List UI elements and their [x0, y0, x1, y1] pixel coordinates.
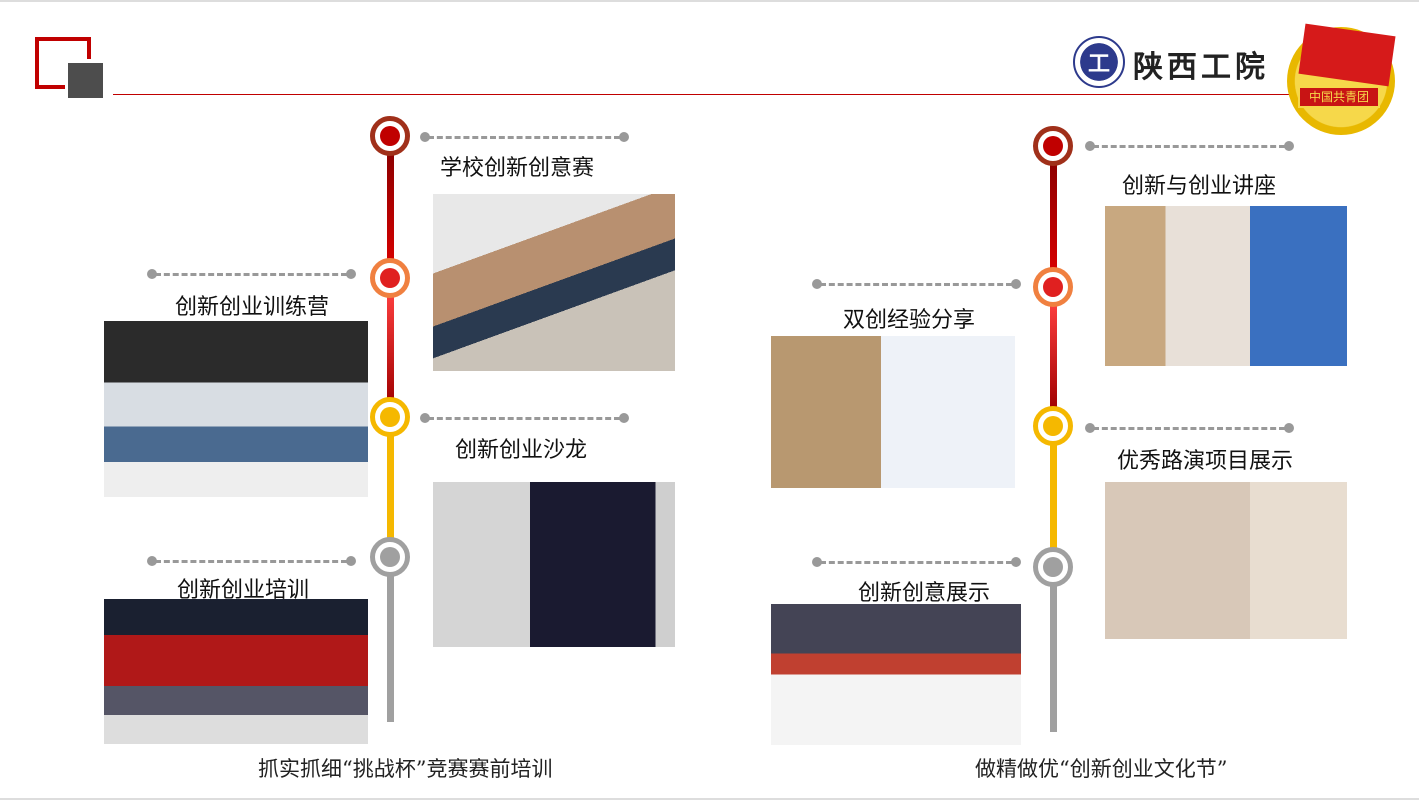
- school-name: 陕西工院: [1133, 50, 1269, 85]
- item-label: 优秀路演项目展示: [1117, 449, 1294, 474]
- connector-line: [155, 273, 347, 276]
- salon-photo: [433, 482, 675, 647]
- connector-dot: [346, 269, 356, 279]
- connector-dot: [812, 279, 822, 289]
- timeline-segment: [387, 560, 394, 722]
- timeline-segment: [1050, 160, 1057, 285]
- connector-dot: [1085, 141, 1095, 151]
- connector-dot: [1085, 423, 1095, 433]
- connector-dot: [812, 557, 822, 567]
- timeline-node: [1033, 406, 1073, 446]
- experience-sharing-photo: [771, 336, 1015, 488]
- timeline-node: [370, 397, 410, 437]
- connector-dot: [1284, 423, 1294, 433]
- timeline-node: [370, 258, 410, 298]
- connector-line: [428, 417, 620, 420]
- badge-band: 中国共青团: [1298, 86, 1380, 108]
- top-border: [0, 0, 1419, 2]
- school-seal-logo: 工: [1073, 36, 1125, 88]
- training-ceremony-photo: [104, 599, 368, 744]
- connector-dot: [1011, 557, 1021, 567]
- timeline-segment: [1050, 570, 1057, 732]
- item-label: 创新创业沙龙: [455, 438, 588, 463]
- title-square-decoration: [68, 63, 103, 98]
- connector-dot: [346, 556, 356, 566]
- roadshow-photo: [1105, 482, 1347, 639]
- left-caption: 抓实抓细“挑战杯”竞赛赛前培训: [258, 757, 553, 781]
- connector-line: [1093, 427, 1285, 430]
- connector-line: [155, 560, 347, 563]
- timeline-segment: [1050, 430, 1057, 555]
- right-caption: 做精做优“创新创业文化节”: [975, 757, 1228, 781]
- classroom-competition-photo: [433, 194, 675, 371]
- item-label: 创新与创业讲座: [1122, 174, 1277, 199]
- item-label: 创新创业培训: [177, 578, 310, 603]
- bottom-border: [0, 798, 1419, 800]
- timeline-segment: [387, 290, 394, 405]
- connector-dot: [1011, 279, 1021, 289]
- connector-dot: [619, 132, 629, 142]
- title-bracket-decoration: [35, 37, 91, 89]
- timeline-segment: [387, 420, 394, 545]
- connector-line: [820, 283, 1012, 286]
- connector-dot: [420, 413, 430, 423]
- lecture-photo: [1105, 206, 1347, 366]
- connector-dot: [147, 556, 157, 566]
- item-label: 创新创业训练营: [175, 295, 330, 320]
- connector-line: [1093, 145, 1285, 148]
- creative-display-photo: [771, 604, 1021, 745]
- item-label: 创新创意展示: [858, 581, 991, 606]
- timeline-node: [1033, 126, 1073, 166]
- timeline-node: [1033, 547, 1073, 587]
- timeline-segment: [1050, 300, 1057, 410]
- connector-dot: [147, 269, 157, 279]
- connector-dot: [1284, 141, 1294, 151]
- timeline-node: [1033, 267, 1073, 307]
- header-divider: [113, 94, 1293, 95]
- connector-dot: [619, 413, 629, 423]
- timeline-segment: [387, 150, 394, 280]
- training-camp-photo: [104, 321, 368, 497]
- item-label: 学校创新创意赛: [440, 156, 595, 181]
- timeline-node: [370, 116, 410, 156]
- item-label: 双创经验分享: [843, 308, 976, 333]
- connector-line: [820, 561, 1012, 564]
- seal-glyph: 工: [1087, 52, 1110, 77]
- timeline-node: [370, 537, 410, 577]
- connector-line: [428, 136, 620, 139]
- connector-dot: [420, 132, 430, 142]
